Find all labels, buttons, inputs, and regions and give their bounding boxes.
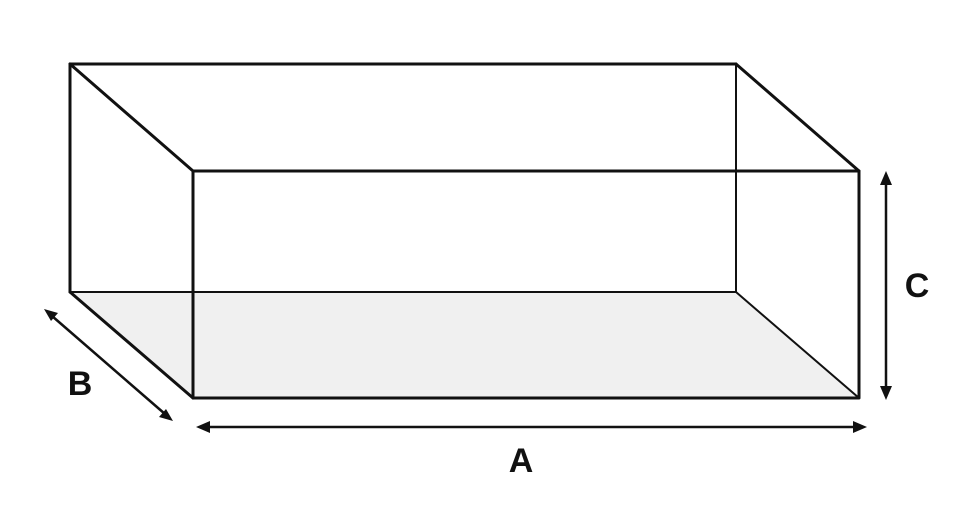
top-left-depth-edge <box>68 62 195 173</box>
dimension-a-label: A <box>509 442 534 480</box>
box-bottom-face <box>70 292 859 398</box>
dimension-b-label: B <box>68 365 93 403</box>
dimension-a-arrow <box>196 421 867 433</box>
top-right-depth-edge <box>734 62 861 173</box>
arrowhead-down <box>880 386 892 400</box>
dimension-c-label: C <box>905 267 930 305</box>
bottom-right-depth-edge <box>735 291 860 399</box>
bottom-left-depth-edge <box>68 290 195 400</box>
arrowhead-up <box>880 171 892 185</box>
arrowhead-upper-left <box>44 309 58 321</box>
arrowhead-lower-right <box>159 409 173 421</box>
dimension-b-arrow <box>44 309 173 421</box>
dimension-c-arrow <box>880 171 892 400</box>
arrowhead-left <box>196 421 210 433</box>
arrowhead-right <box>853 421 867 433</box>
box-front-face <box>191 169 861 400</box>
